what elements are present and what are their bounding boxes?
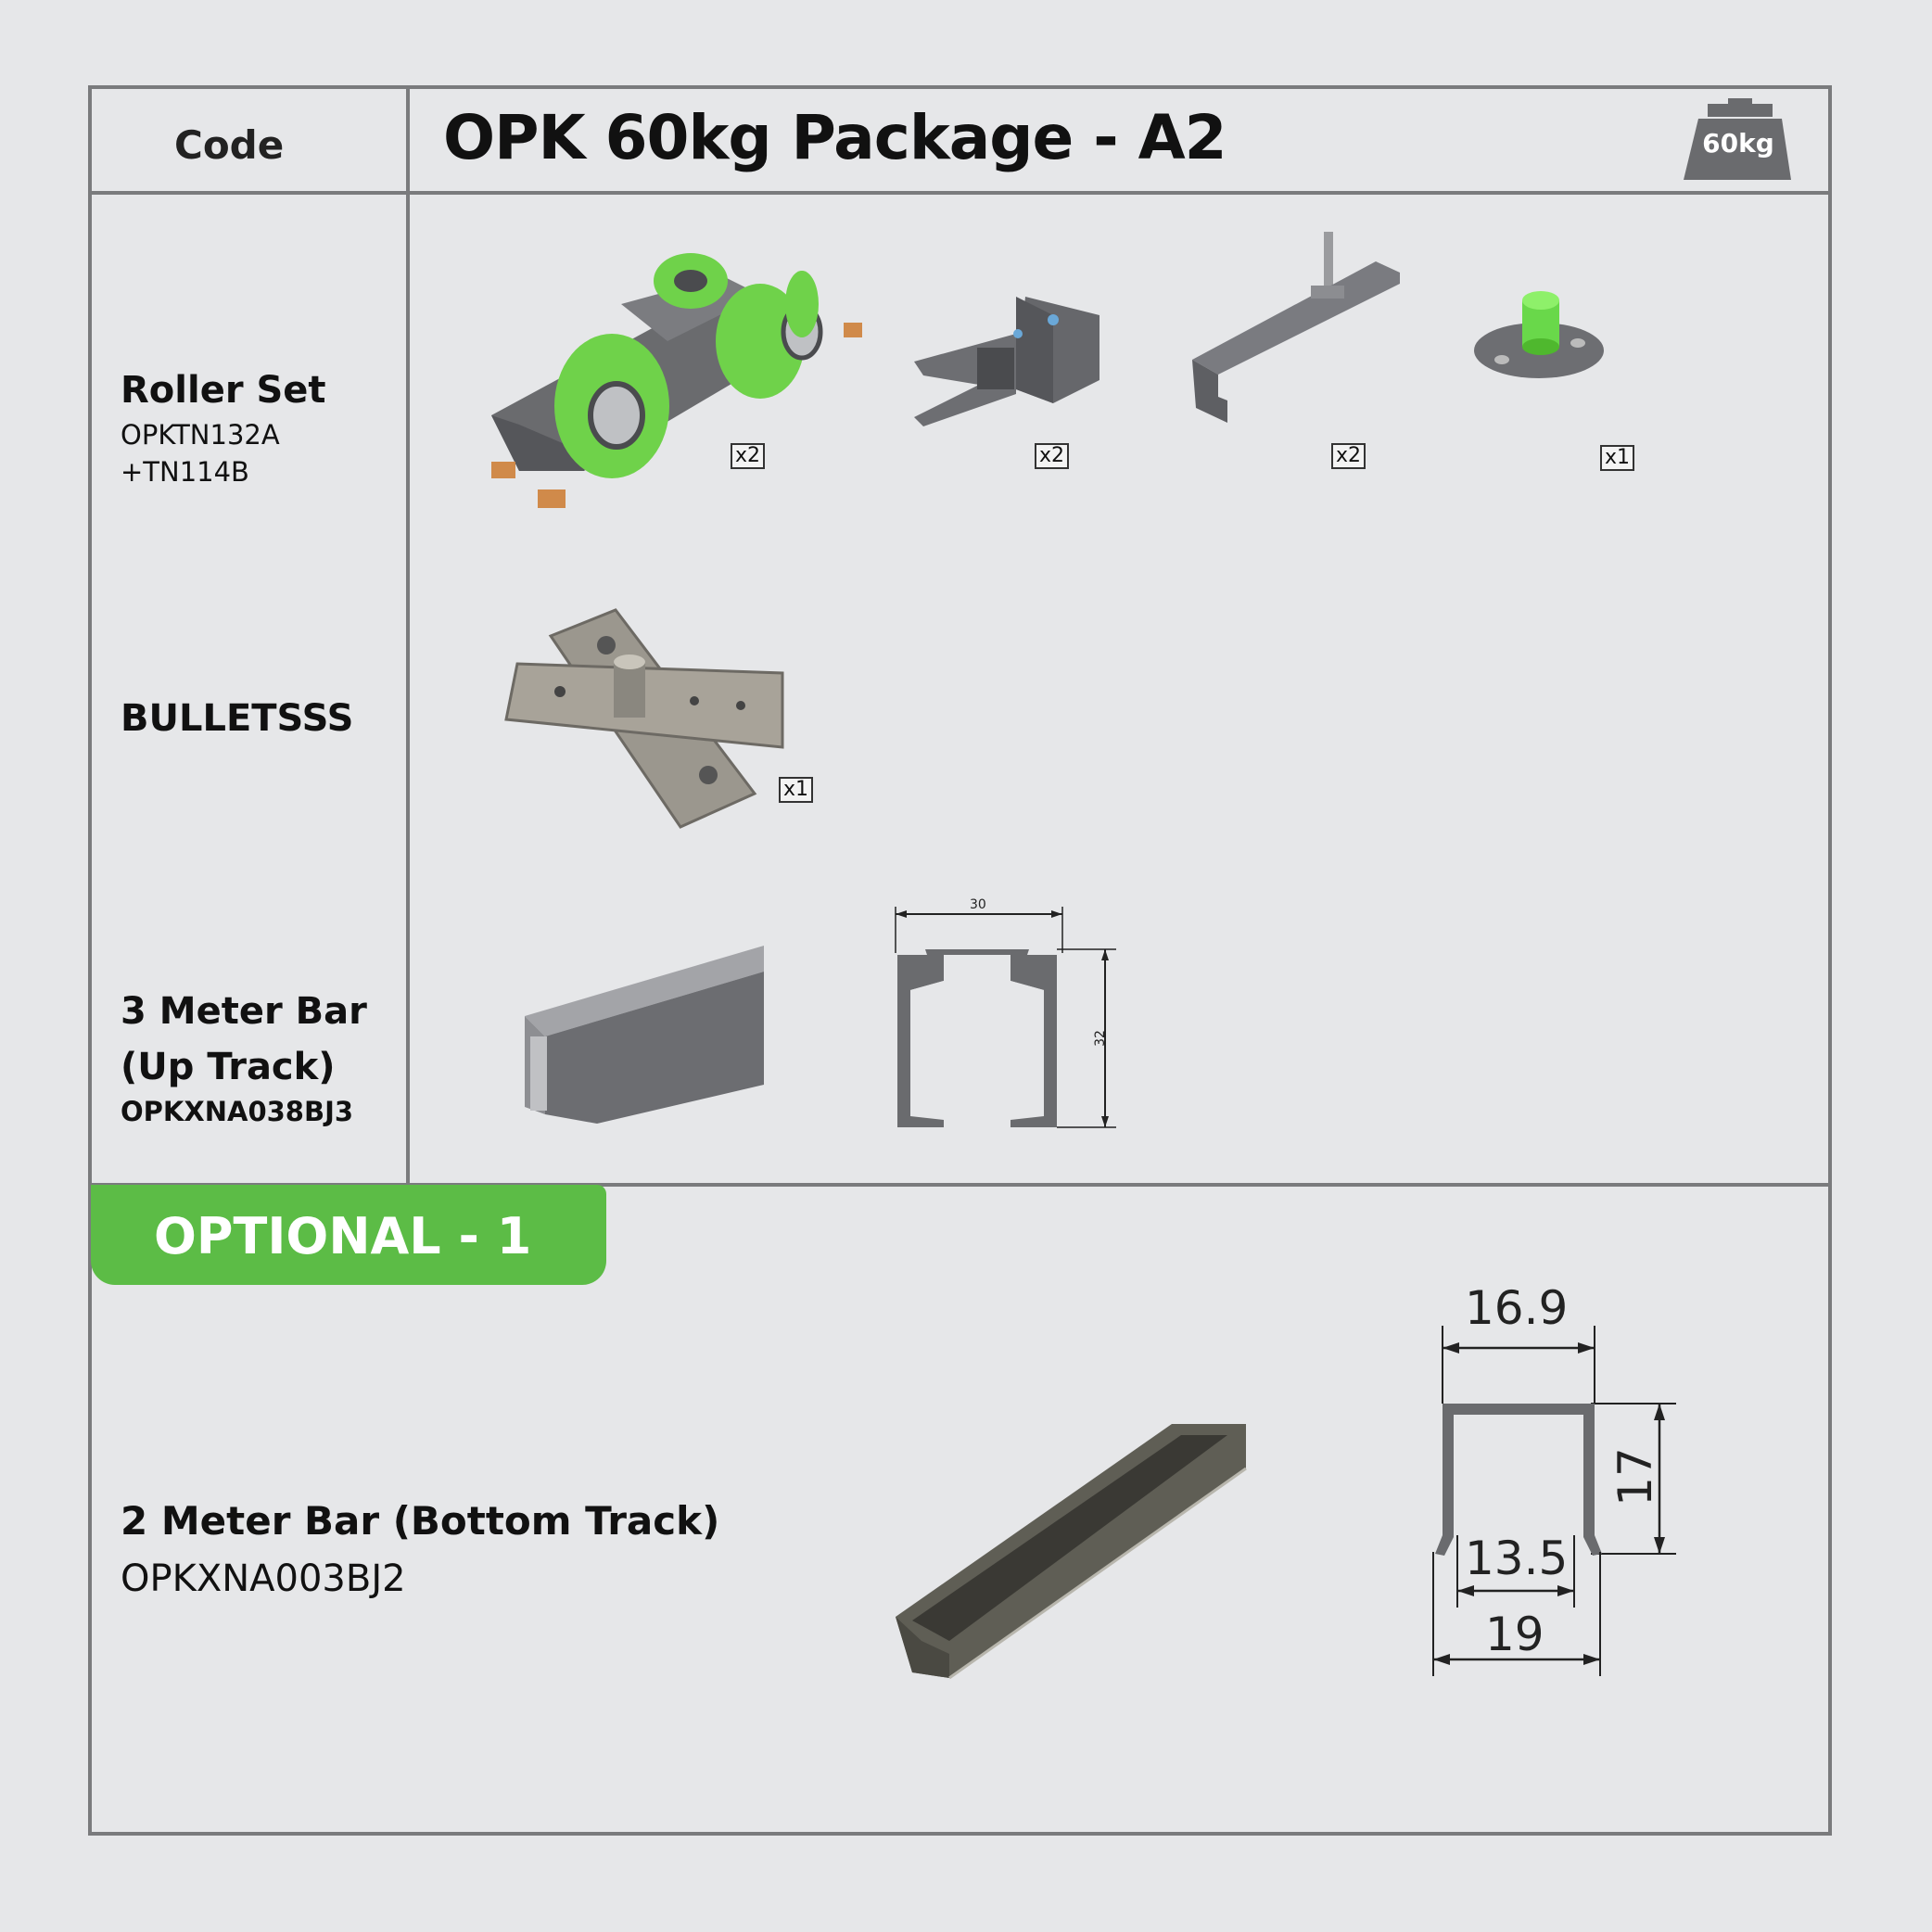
weight-icon	[1684, 98, 1791, 180]
top-bracket-qty: x2	[1331, 443, 1366, 469]
up-track-code: OPKXNA038BJ3	[121, 1096, 354, 1127]
optional-tab-label: OPTIONAL - 1	[154, 1207, 532, 1265]
up-track-width-dim: 30	[970, 897, 986, 912]
up-track-title-1: 3 Meter Bar	[121, 990, 367, 1033]
floor-guide-qty: x1	[1600, 445, 1635, 471]
roller-set-title: Roller Set	[121, 369, 326, 412]
bullet-title: BULLETSSS	[121, 697, 354, 740]
bottom-track-inner-width-dim: 13.5	[1465, 1532, 1569, 1585]
pivot-hinge-qty: x1	[779, 777, 814, 803]
damper-clip-icon	[914, 297, 1099, 426]
page-title: OPK 60kg Package - A2	[443, 102, 1227, 173]
optional-divider	[88, 1183, 1832, 1187]
floor-guide-icon	[1474, 291, 1604, 378]
up-track-height-dim: 32	[1092, 1030, 1108, 1047]
bottom-track-top-width-dim: 16.9	[1465, 1281, 1569, 1335]
header-divider	[88, 191, 1832, 195]
bottom-track-outer-width-dim: 19	[1485, 1608, 1544, 1661]
damper-clip-qty: x2	[1035, 443, 1070, 469]
pivot-hinge-icon	[504, 608, 784, 829]
bottom-track-height-dim: 17	[1608, 1447, 1662, 1506]
roller-carriage-icon	[491, 253, 862, 508]
package-frame	[88, 85, 1832, 1836]
top-bracket-icon	[1192, 232, 1400, 423]
column-divider	[406, 85, 410, 1185]
weight-badge-label: 60kg	[1702, 128, 1774, 159]
bottom-track-profile-icon	[1432, 1326, 1676, 1676]
roller-set-code-1: OPKTN132A	[121, 419, 280, 451]
up-track-profile-icon	[895, 907, 1116, 1128]
roller-set-code-2: +TN114B	[121, 456, 249, 488]
code-column-label: Code	[174, 122, 285, 168]
up-track-bar-icon	[525, 946, 764, 1124]
bottom-track-bar-icon	[896, 1424, 1247, 1680]
optional-tab	[91, 1185, 606, 1285]
bottom-track-title: 2 Meter Bar (Bottom Track)	[121, 1498, 720, 1544]
roller-carriage-qty: x2	[731, 443, 766, 469]
up-track-title-2: (Up Track)	[121, 1046, 336, 1088]
bottom-track-code: OPKXNA003BJ2	[121, 1557, 406, 1600]
